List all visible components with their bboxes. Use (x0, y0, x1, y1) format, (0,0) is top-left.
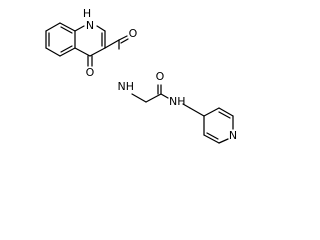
atom-label-amide-o: O (129, 27, 138, 40)
molecule-structure-diagram: H N O O NH O NH N (45, 7, 237, 144)
bond (218, 111, 231, 119)
bond (218, 138, 229, 144)
bond (206, 132, 219, 140)
bond (203, 134, 220, 144)
atom-labels: H N O O NH O NH N (83, 7, 237, 142)
bond (160, 93, 169, 99)
atom-label-amide-nh: NH (118, 80, 135, 93)
atom-label-amide2-o: O (156, 70, 165, 83)
bond (145, 93, 162, 103)
atom-label-quinolinone-n: N (86, 19, 94, 32)
bond (45, 47, 61, 57)
bond (45, 22, 61, 32)
bond (118, 35, 128, 41)
bond (74, 25, 85, 32)
bond (203, 107, 220, 117)
bond (74, 47, 91, 57)
atom-label-h: H (83, 7, 91, 20)
bond (189, 107, 205, 117)
bond (60, 45, 73, 53)
bond-lines (45, 22, 234, 144)
bond (120, 38, 129, 44)
bond (131, 93, 147, 103)
bond (218, 107, 234, 117)
atom-label-amide2-nh: NH (169, 95, 186, 108)
atom-label-ketone-o: O (86, 66, 95, 79)
bond (60, 26, 73, 34)
bond (182, 103, 191, 109)
atom-label-pyridine-n: N (229, 129, 237, 142)
bond (59, 47, 76, 57)
bond (96, 25, 106, 32)
bond (59, 22, 76, 32)
bond (104, 39, 120, 49)
bond (89, 47, 106, 57)
